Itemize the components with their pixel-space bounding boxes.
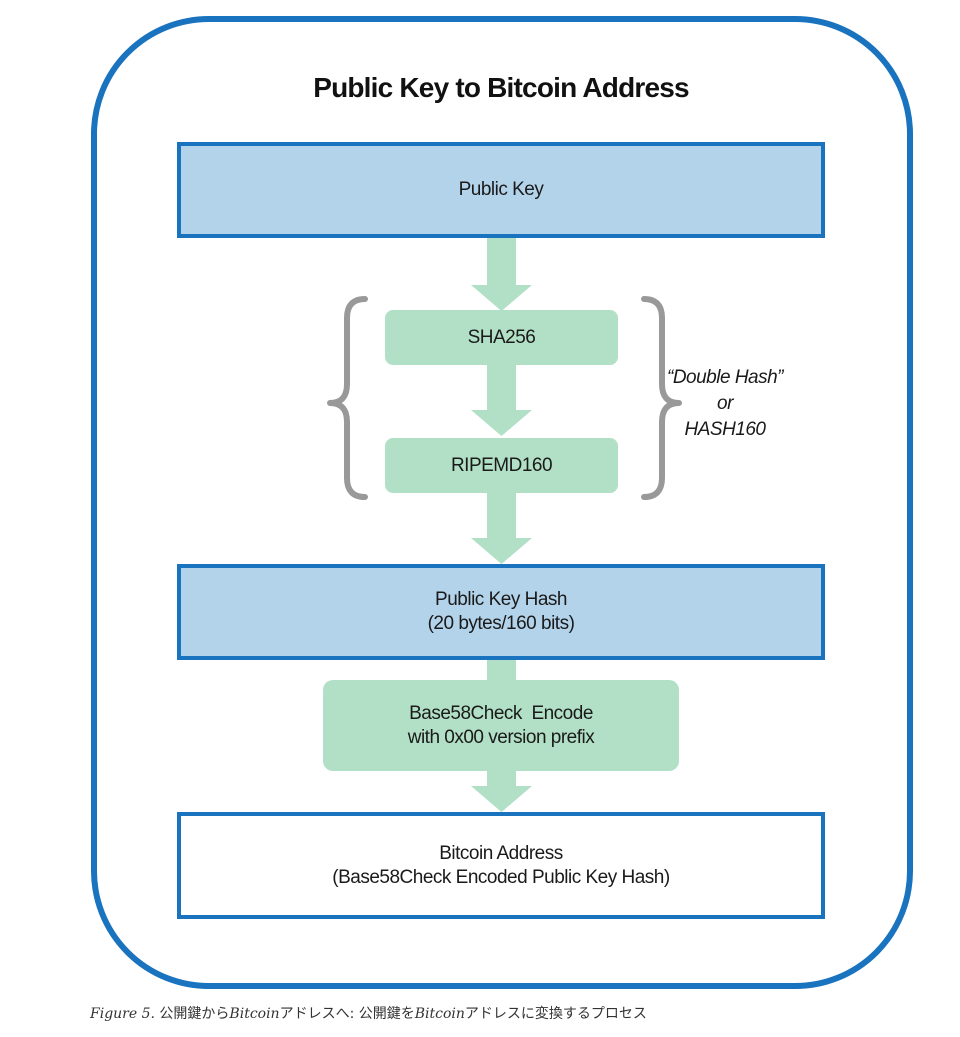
arrow-down-icon [471,236,532,311]
figure-label: Figure 5. [90,1006,155,1022]
ripemd160-label: RIPEMD160 [450,454,553,476]
base58-encode-box: Base58Check Encode with 0x00 version pre… [323,680,679,771]
or-label: or [717,393,733,414]
public-key-hash-box: Public Key Hash (20 bytes/160 bits) [177,564,825,660]
connector-bar [487,658,516,682]
ripemd160-box: RIPEMD160 [385,438,618,493]
arrow-down-icon [471,364,532,436]
sha256-box: SHA256 [385,310,618,365]
caption-part-1: 公開鍵から [154,1006,230,1022]
public-key-hash-size: (20 bytes/160 bits) [427,613,575,634]
version-prefix-label: with 0x00 version prefix [407,726,595,748]
caption-bitcoin-1: Bitcoin [229,1006,280,1022]
caption-bitcoin-2: Bitcoin [414,1006,465,1022]
public-key-label: Public Key [458,179,544,200]
double-hash-label: “Double Hash” [667,367,784,388]
figure-caption: Figure 5. 公開鍵からBitcoinアドレスへ: 公開鍵をBitcoin… [90,1003,647,1023]
sha256-label: SHA256 [467,326,536,348]
right-brace-icon [641,296,682,500]
base58-encode-label: Base58Check Encode [409,702,593,724]
public-key-box: Public Key [177,142,825,238]
hash160-label: HASH160 [684,419,767,440]
double-hash-note: “Double Hash” or HASH160 [655,365,795,443]
public-key-hash-label: Public Key Hash [435,589,567,610]
diagram-frame [91,16,913,989]
bitcoin-address-box: Bitcoin Address (Base58Check Encoded Pub… [177,812,825,919]
diagram-title: Public Key to Bitcoin Address [313,72,689,103]
arrow-down-icon [471,493,532,564]
caption-part-3: アドレスに変換するプロセス [464,1006,647,1022]
caption-part-2: アドレスへ: 公開鍵を [279,1006,415,1022]
bitcoin-address-label: Bitcoin Address [439,842,563,864]
arrow-down-icon [471,770,532,812]
left-brace-icon [327,296,368,500]
bitcoin-address-detail: (Base58Check Encoded Public Key Hash) [332,866,670,888]
